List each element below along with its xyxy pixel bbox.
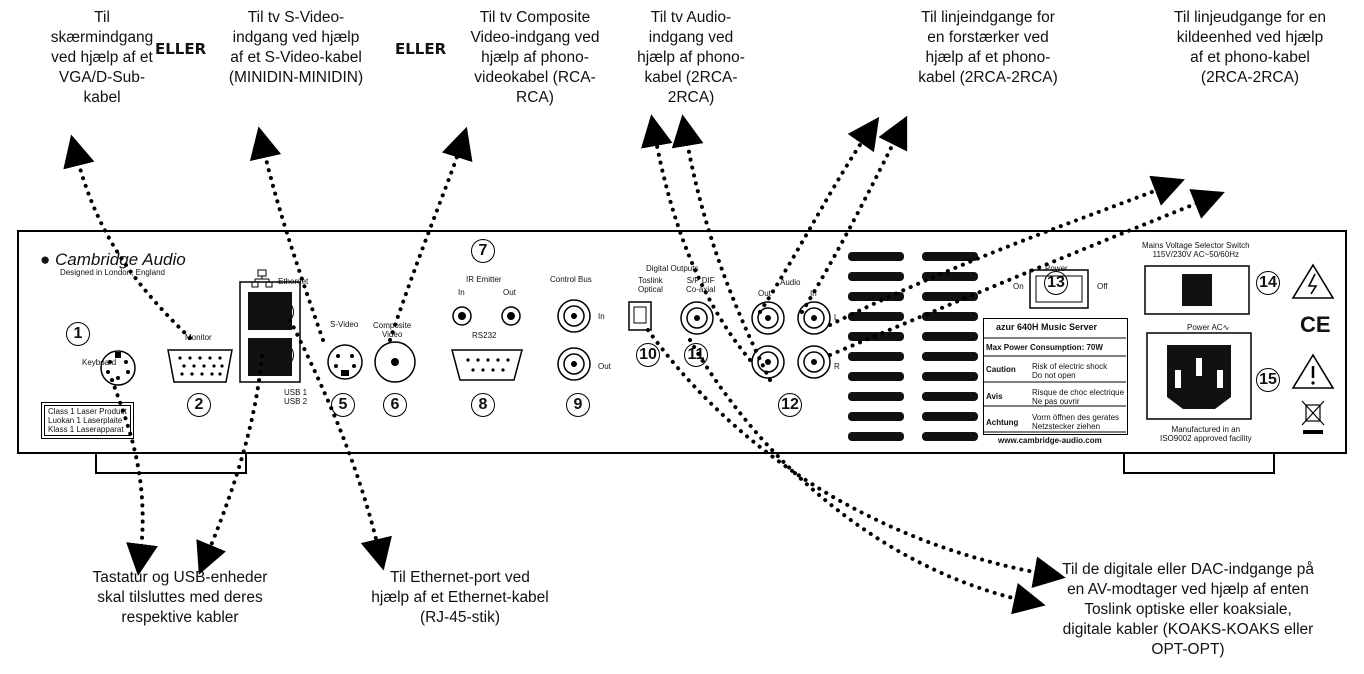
callout-14: 14 (1256, 271, 1280, 295)
right-foot (1123, 454, 1275, 474)
label-usb: USB 1 USB 2 (284, 388, 308, 406)
callout-13: 13 (1044, 271, 1068, 295)
label-power: Power (1045, 264, 1068, 273)
max-power: Max Power Consumption: 70W (986, 343, 1103, 352)
ce-mark: CE (1300, 312, 1331, 337)
ethernet-port (248, 292, 292, 330)
caption-line-in: Til linjeindgange for en forstærker ved … (918, 9, 1058, 86)
callout-2: 2 (187, 393, 211, 417)
caption-vga: Til skærmindgang ved hjælp af et VGA/D-S… (50, 9, 154, 106)
label-spdif: S/P DIF Co-axial (686, 276, 716, 294)
callout-5: 5 (331, 393, 355, 417)
label-monitor: Monitor (185, 333, 212, 342)
label-digital-outputs: Digital Outputs (646, 264, 699, 273)
callout-7: 7 (471, 239, 495, 263)
network-icon (251, 269, 273, 288)
label-on: On (1013, 282, 1024, 291)
label-ir-in: In (458, 288, 465, 297)
brand-mark-icon: ● (40, 250, 55, 269)
caption-line-out: Til linjeudgange for en kildeenhed ved h… (1174, 9, 1326, 86)
mains-label: Mains Voltage Selector Switch 115V/230V … (1142, 241, 1250, 259)
svideo-port (327, 344, 363, 380)
caution-warning-icon (1291, 353, 1335, 389)
keyboard-port (100, 350, 136, 386)
caution-text: Risk of electric shock Do not open (1032, 362, 1108, 380)
eller-1: ELLER (155, 40, 207, 58)
callout-12: 12 (778, 393, 802, 417)
lightning-warning-icon (1291, 263, 1335, 299)
caption-ethernet: Til Ethernet-port ved hjælp af et Ethern… (371, 569, 549, 626)
ir-in-jack (452, 306, 472, 326)
caption-digital: Til de digitale eller DAC-indgange på en… (1062, 561, 1314, 658)
rs232-port (451, 349, 523, 381)
callout-15: 15 (1256, 368, 1280, 392)
rear-panel (17, 230, 1347, 454)
power-inlet (1146, 332, 1252, 420)
manufactured-label: Manufactured in an ISO9002 approved faci… (1160, 425, 1252, 443)
toslink-port (628, 301, 652, 331)
achtung-text: Vorm öffnen des gerates Netzstecker zieh… (1032, 413, 1120, 431)
caption-composite: Til tv Composite Video-indgang ved hjælp… (470, 9, 600, 106)
model-name: azur 640H Music Server (996, 322, 1098, 332)
eller-2: ELLER (395, 40, 447, 58)
achtung-label: Achtung (986, 418, 1019, 427)
label-rs232: RS232 (472, 331, 497, 340)
usb-ports (248, 338, 292, 376)
label-ir-out: Out (503, 288, 516, 297)
caution-label: Caution (986, 365, 1016, 374)
power-switch (1029, 269, 1089, 309)
callout-1: 1 (66, 322, 90, 346)
avis-text: Risque de choc electrique Ne pas ouvrir (1032, 388, 1125, 406)
label-control-bus: Control Bus (550, 275, 592, 284)
weee-bin-icon (1301, 400, 1325, 426)
label-ir-emitter: IR Emitter (466, 275, 502, 284)
caption-svideo: Til tv S-Video- indgang ved hjælp af et … (228, 9, 364, 86)
callout-10: 10 (636, 343, 660, 367)
control-bus-out (557, 347, 591, 381)
label-cb-out: Out (598, 362, 611, 371)
leader-arrows (63, 114, 1225, 615)
label-audio-in: In (810, 289, 817, 298)
label-audio-r: R (834, 362, 840, 371)
label-cb-in: In (598, 312, 605, 321)
label-toslink: Toslink Optical (638, 276, 663, 294)
label-svideo: S-Video (330, 320, 359, 329)
callout-6: 6 (383, 393, 407, 417)
callout-8: 8 (471, 393, 495, 417)
label-audio: Audio (780, 278, 801, 287)
caption-audio-in: Til tv Audio- indgang ved hjælp af phono… (637, 9, 745, 106)
vent-slots (848, 252, 978, 441)
left-foot (95, 454, 247, 474)
label-audio-out: Out (758, 289, 771, 298)
brand-sub: Designed in London, England (60, 268, 165, 277)
voltage-selector (1144, 265, 1250, 315)
vga-port (167, 349, 233, 383)
power-ac-label: Power AC∿ (1187, 323, 1230, 332)
composite-port (374, 341, 416, 383)
label-off: Off (1097, 282, 1108, 291)
website: www.cambridge-audio.com (998, 436, 1102, 445)
model-info-box (983, 318, 1128, 435)
ir-out-jack (501, 306, 521, 326)
label-composite: Composite Video (373, 321, 412, 339)
laser-label: Class 1 Laser Product Luokan 1 Laserplai… (41, 402, 134, 439)
control-bus-in (557, 299, 591, 333)
label-audio-l: L (834, 313, 839, 322)
label-keyboard: Keyboard (82, 358, 117, 367)
spdif-port (680, 301, 714, 335)
avis-label: Avis (986, 392, 1003, 401)
callout-9: 9 (566, 393, 590, 417)
